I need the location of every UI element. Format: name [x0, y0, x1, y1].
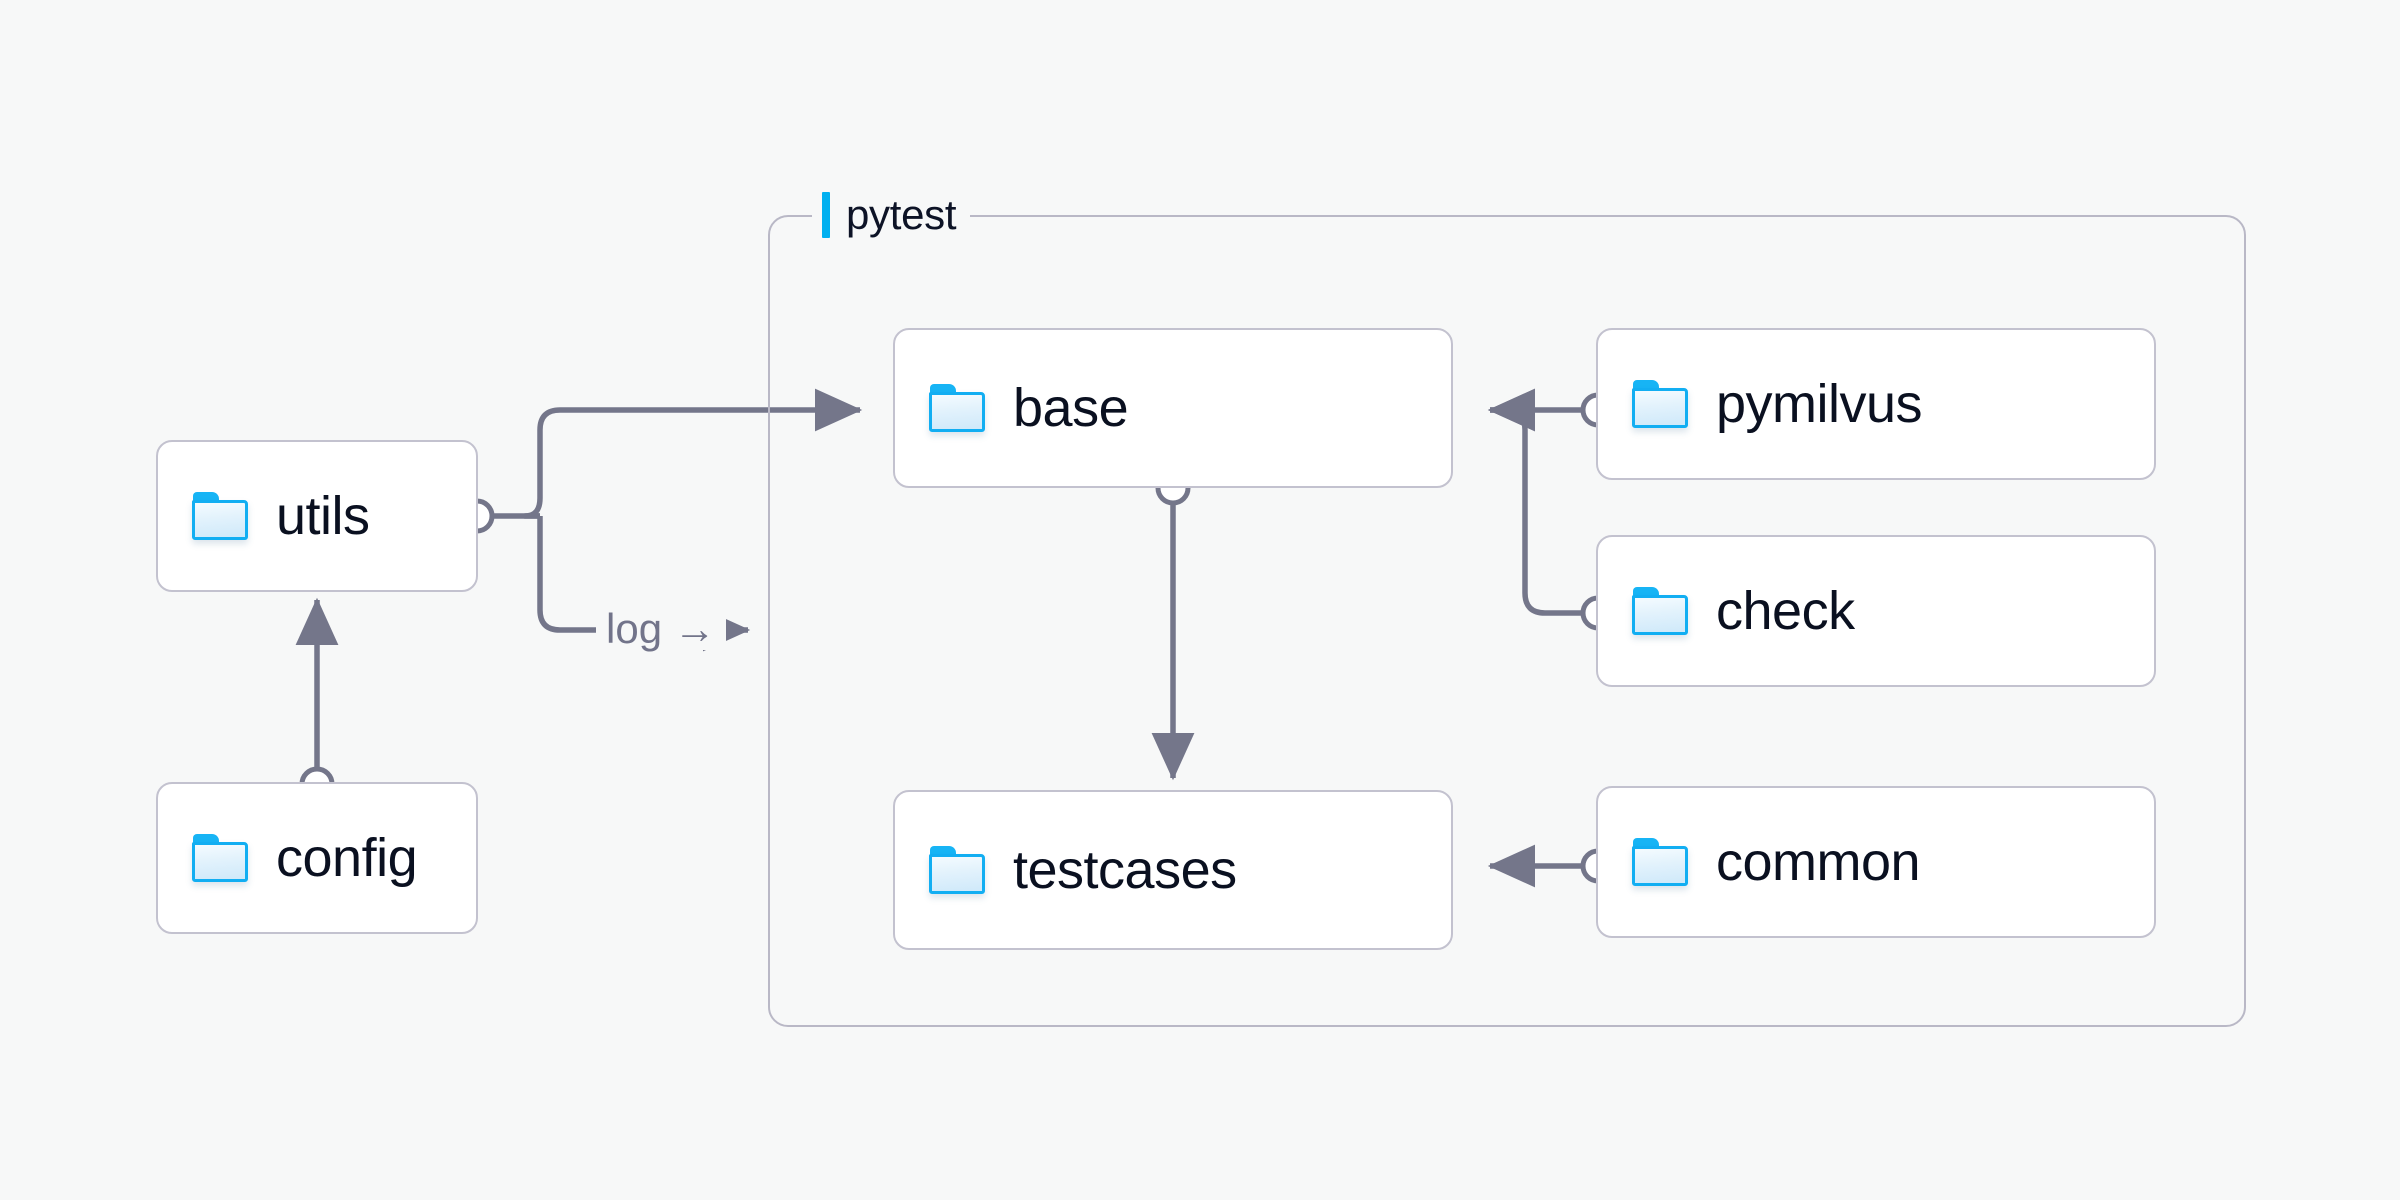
folder-icon	[929, 846, 985, 894]
node-utils[interactable]: utils	[156, 440, 478, 592]
node-label-pymilvus: pymilvus	[1716, 374, 1923, 434]
node-label-config: config	[276, 828, 418, 888]
node-common[interactable]: common	[1596, 786, 2156, 938]
node-testcases[interactable]: testcases	[893, 790, 1453, 950]
folder-icon	[192, 834, 248, 882]
node-label-check: check	[1716, 581, 1855, 641]
folder-icon	[1632, 587, 1688, 635]
edge-utils-to-log	[537, 516, 596, 633]
folder-icon	[1632, 380, 1688, 428]
group-label-pytest: pytest	[812, 189, 971, 241]
node-config[interactable]: config	[156, 782, 478, 934]
accent-bar-icon	[822, 192, 830, 238]
folder-icon	[929, 384, 985, 432]
node-label-testcases: testcases	[1013, 840, 1237, 900]
node-base[interactable]: base	[893, 328, 1453, 488]
node-check[interactable]: check	[1596, 535, 2156, 687]
node-pymilvus[interactable]: pymilvus	[1596, 328, 2156, 480]
node-label-utils: utils	[276, 486, 370, 546]
edge-label-log: log →	[596, 608, 726, 650]
group-title-text: pytest	[846, 191, 957, 238]
folder-icon	[192, 492, 248, 540]
node-label-base: base	[1013, 378, 1129, 438]
folder-icon	[1632, 838, 1688, 886]
group-container-pytest	[768, 215, 2246, 1027]
node-label-common: common	[1716, 832, 1921, 892]
